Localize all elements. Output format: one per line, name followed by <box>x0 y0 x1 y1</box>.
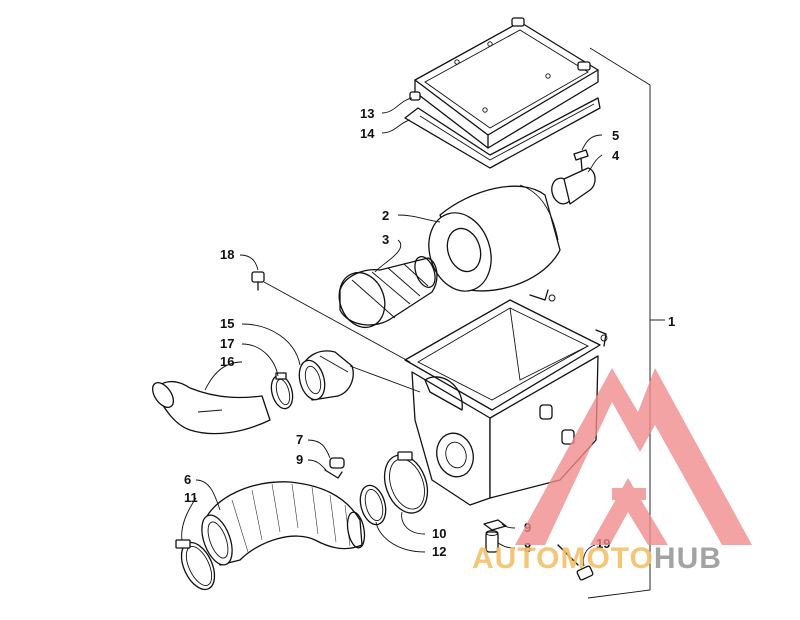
callout-14: 14 <box>360 126 375 141</box>
watermark-text-automoto: AUTOMOTO <box>472 542 654 575</box>
leader-lines <box>181 97 603 567</box>
grommet-7 <box>324 457 345 479</box>
callout-15: 15 <box>220 316 234 331</box>
callout-4: 4 <box>612 148 620 163</box>
callout-1: 1 <box>668 314 675 329</box>
bolt-18 <box>251 271 411 363</box>
clamp-ring-12 <box>359 484 387 526</box>
callout-11: 11 <box>184 490 198 505</box>
callout-6: 6 <box>184 472 191 487</box>
callout-9-upper: 9 <box>296 452 303 467</box>
watermark-logo <box>515 368 752 545</box>
air-filter-element <box>428 184 561 292</box>
drain-clip-9 <box>483 519 507 531</box>
watermark-triangle-icon <box>515 368 752 545</box>
hose-clamp-10 <box>383 451 429 514</box>
hose-clamp-17 <box>270 372 294 410</box>
callout-7: 7 <box>296 432 303 447</box>
screw-5 <box>573 149 589 171</box>
callout-18: 18 <box>220 247 234 262</box>
drain-tube-8 <box>485 530 499 553</box>
bellows-intake-boot <box>201 481 366 566</box>
callout-2: 2 <box>382 208 389 223</box>
intake-coupler <box>298 350 354 401</box>
hose-clamp-11 <box>175 539 216 591</box>
callout-8: 8 <box>524 540 531 555</box>
intake-tube <box>151 381 271 435</box>
callout-12: 12 <box>432 544 446 559</box>
callout-5: 5 <box>612 128 619 143</box>
airbox-lid <box>409 17 599 149</box>
watermark-text-hub: HUB <box>654 542 722 575</box>
callout-3: 3 <box>382 232 389 247</box>
bolt-19 <box>557 544 594 581</box>
outlet-boot <box>551 167 596 205</box>
callout-13: 13 <box>360 106 374 121</box>
lid-gasket <box>404 97 601 169</box>
assembly-bracket-1 <box>587 47 665 599</box>
callout-17: 17 <box>220 336 234 351</box>
callout-16: 16 <box>220 354 234 369</box>
watermark-text: AUTOMOTOHUB <box>472 542 722 575</box>
filter-cage <box>338 256 438 329</box>
callout-10: 10 <box>432 526 446 541</box>
